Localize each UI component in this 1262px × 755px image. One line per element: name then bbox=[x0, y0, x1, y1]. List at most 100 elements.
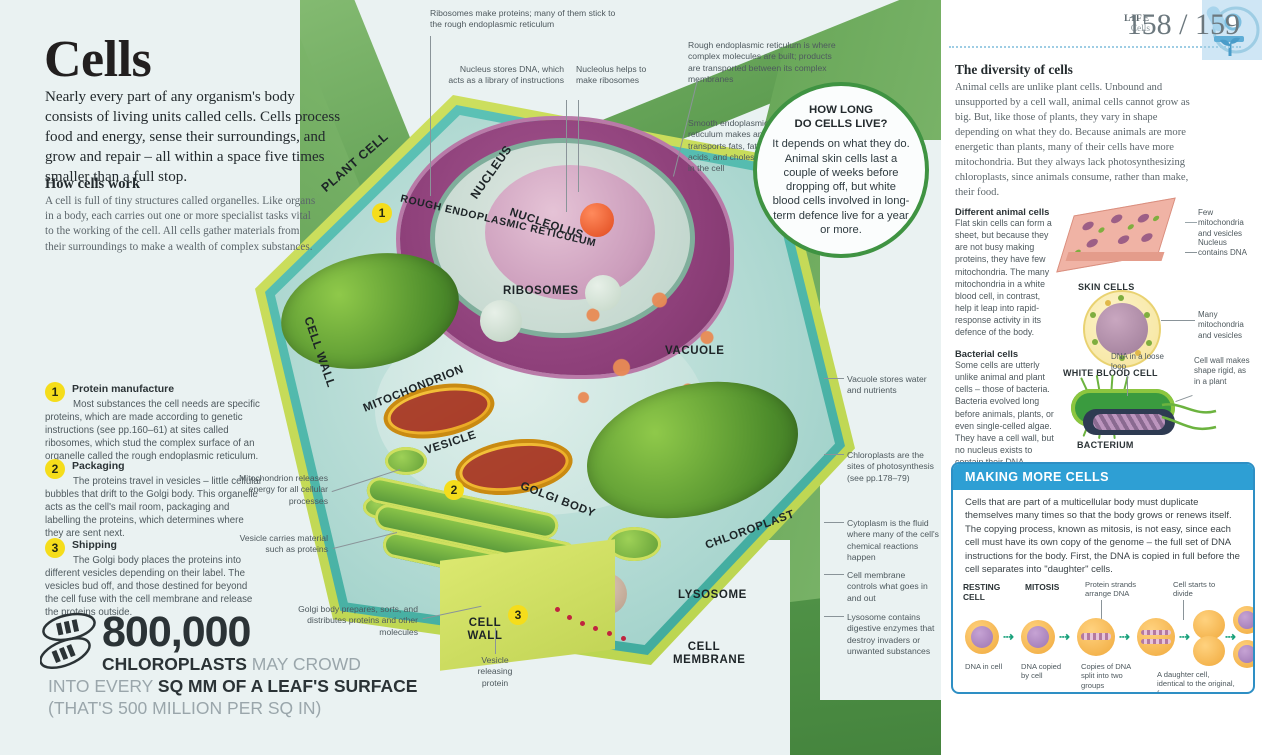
label-lysosome: LYSOSOME bbox=[678, 589, 747, 601]
skin-mitochondrion bbox=[1097, 226, 1106, 234]
statistic-light-1: MAY CROWD bbox=[246, 654, 361, 674]
statistic-line-2: INTO EVERY SQ MM OF A LEAF'S SURFACE bbox=[48, 676, 417, 697]
arrow-icon: ⇢ bbox=[1119, 629, 1130, 644]
statistic-light-2: INTO EVERY bbox=[48, 676, 158, 696]
bacterium-annotation-wall: Cell wall makes shape rigid, as in a pla… bbox=[1194, 356, 1250, 386]
mitosis-nucleus bbox=[1027, 626, 1049, 648]
wbc-mitochondrion bbox=[1118, 295, 1124, 301]
pull-quote-circle: HOW LONG DO CELLS LIVE? It depends on wh… bbox=[753, 82, 929, 258]
wbc-mitochondrion bbox=[1119, 355, 1125, 361]
statistic-number: 800,000 bbox=[102, 608, 251, 656]
skin-nucleus bbox=[1140, 232, 1154, 243]
leader-line bbox=[824, 616, 844, 617]
nucleolus-shape bbox=[580, 203, 614, 237]
leader-line bbox=[1185, 222, 1197, 223]
mitosis-diagram: RESTING CELL MITOSIS Protein strands arr… bbox=[961, 580, 1253, 692]
pull-quote-heading: HOW LONG DO CELLS LIVE? bbox=[794, 103, 887, 132]
leader-line bbox=[495, 628, 496, 654]
white-blood-cell-figure bbox=[1083, 290, 1161, 368]
protein-dot bbox=[580, 621, 585, 626]
mitosis-cell-3 bbox=[1077, 618, 1115, 656]
pilus bbox=[1110, 374, 1114, 391]
skin-annotation-mitochondria: Few mitochondria and vesicles bbox=[1198, 208, 1244, 238]
page-title: Cells bbox=[44, 31, 152, 88]
leader-line bbox=[824, 454, 844, 455]
protein-dot bbox=[593, 626, 598, 631]
skin-cells-figure bbox=[1056, 197, 1176, 274]
step-number: 2 bbox=[45, 459, 65, 479]
statistic-line-3: (THAT'S 500 MILLION PER SQ IN) bbox=[48, 698, 322, 718]
leader-line bbox=[1101, 600, 1102, 620]
wbc-caption: WHITE BLOOD CELL bbox=[1063, 368, 1158, 378]
bacterium-caption: BACTERIUM bbox=[1077, 440, 1134, 450]
mitosis-cell-5-top bbox=[1193, 610, 1225, 640]
annotation-rough-er: Rough endoplasmic reticulum is where com… bbox=[688, 40, 836, 85]
annotation-golgi: Golgi body prepares, sorts, and distribu… bbox=[298, 604, 418, 637]
microscope-plant-icon bbox=[1202, 0, 1262, 60]
skin-nucleus bbox=[1116, 234, 1131, 245]
annotation-cytoplasm: Cytoplasm is the fluid where many of the… bbox=[847, 518, 939, 563]
how-cells-work-body: A cell is full of tiny structures called… bbox=[45, 195, 316, 253]
vesicle-sphere bbox=[480, 300, 522, 342]
mitosis-nucleus bbox=[1238, 611, 1253, 629]
bacterium-annotation-dna: DNA in a loose loop bbox=[1111, 352, 1164, 372]
bacterium-figure bbox=[1065, 374, 1217, 440]
lysosome-shape bbox=[607, 527, 661, 561]
label-cell-wall-bottom: CELL WALL bbox=[467, 617, 503, 643]
page-standfirst: Nearly every part of any organism's body… bbox=[45, 89, 341, 185]
wbc-mitochondrion bbox=[1092, 339, 1098, 345]
flagella bbox=[1161, 403, 1217, 431]
wbc-vesicle bbox=[1135, 350, 1141, 356]
mitosis-bottom-label-4: A daughter cell, identical to the origin… bbox=[1157, 670, 1235, 694]
arrow-icon: ⇢ bbox=[1003, 629, 1014, 644]
mitosis-cell-4 bbox=[1137, 618, 1175, 656]
annotation-nucleolus: Nucleolus helps to make ribosomes bbox=[576, 64, 647, 86]
callout-badge-3[interactable]: 3 bbox=[508, 605, 528, 625]
chloroplast-icon bbox=[40, 612, 96, 670]
label-ribosomes: RIBOSOMES bbox=[503, 285, 579, 297]
mitosis-chromosomes bbox=[1081, 633, 1111, 640]
callout-badge-2[interactable]: 2 bbox=[444, 480, 464, 500]
step-number: 3 bbox=[45, 538, 65, 558]
leader-line bbox=[1161, 320, 1195, 321]
skin-mitochondrion bbox=[1152, 215, 1160, 222]
mitosis-cell-1 bbox=[965, 620, 999, 654]
diversity-title: The diversity of cells bbox=[955, 62, 1073, 77]
mitosis-nucleus bbox=[971, 626, 993, 648]
making-more-cells-body: Cells that are part of a multicellular b… bbox=[965, 497, 1240, 576]
skin-nucleus bbox=[1109, 213, 1124, 225]
step-body: The proteins travel in vesicles – little… bbox=[45, 476, 262, 540]
leader-line bbox=[824, 574, 844, 575]
wbc-annotation: Many mitochondria and vesicles bbox=[1198, 310, 1244, 340]
step-heading: Shipping bbox=[72, 539, 117, 551]
animal-cells-body: Flat skin cells can form a sheet, but be… bbox=[955, 218, 1052, 338]
leader-line bbox=[1127, 374, 1128, 396]
skin-sheet-top bbox=[1056, 197, 1176, 273]
running-head-kicker: LIFE bbox=[1124, 14, 1150, 24]
annotation-smooth-er: Smooth endoplasmic reticulum makes and t… bbox=[688, 118, 772, 174]
mitosis-cell-5-bottom bbox=[1193, 636, 1225, 666]
diversity-body: Animal cells are unlike plant cells. Unb… bbox=[955, 82, 1190, 199]
wbc-nucleus bbox=[1096, 303, 1148, 355]
statistic-line-1: CHLOROPLASTS MAY CROWD bbox=[102, 654, 361, 675]
mitosis-bottom-label-1: DNA in cell bbox=[965, 662, 1003, 671]
step-body: Most substances the cell needs are speci… bbox=[45, 399, 260, 463]
callout-badge-1[interactable]: 1 bbox=[372, 203, 392, 223]
protein-dot bbox=[567, 615, 572, 620]
annotation-vesicle-carries: Vesicle carries material such as protein… bbox=[239, 533, 328, 555]
making-more-cells-box: MAKING MORE CELLS Cells that are part of… bbox=[951, 462, 1255, 694]
pull-quote-heading-line2: DO CELLS LIVE? bbox=[794, 118, 888, 131]
spread-left-page: PLANT CELL CELL WALL NUCLEUS NUCLEOLUS R… bbox=[0, 0, 941, 755]
skin-nucleus bbox=[1085, 237, 1099, 249]
skin-mitochondrion bbox=[1126, 223, 1135, 231]
vesicle-sphere bbox=[585, 275, 621, 311]
right-page: LIFE Cells 158 / 159 The diversity of ce… bbox=[941, 0, 1262, 755]
callout-badge-number: 3 bbox=[508, 605, 528, 625]
annotation-nucleus: Nucleus stores DNA, which acts as a libr… bbox=[448, 64, 564, 86]
mitosis-chromosomes bbox=[1141, 639, 1171, 644]
leader-line bbox=[1185, 252, 1197, 253]
arrow-icon: ⇢ bbox=[1179, 629, 1190, 644]
mitosis-top-label-2: Cell starts to divide bbox=[1173, 580, 1216, 599]
leader-line bbox=[824, 378, 844, 379]
statistic-bold-1: CHLOROPLASTS bbox=[102, 654, 247, 674]
